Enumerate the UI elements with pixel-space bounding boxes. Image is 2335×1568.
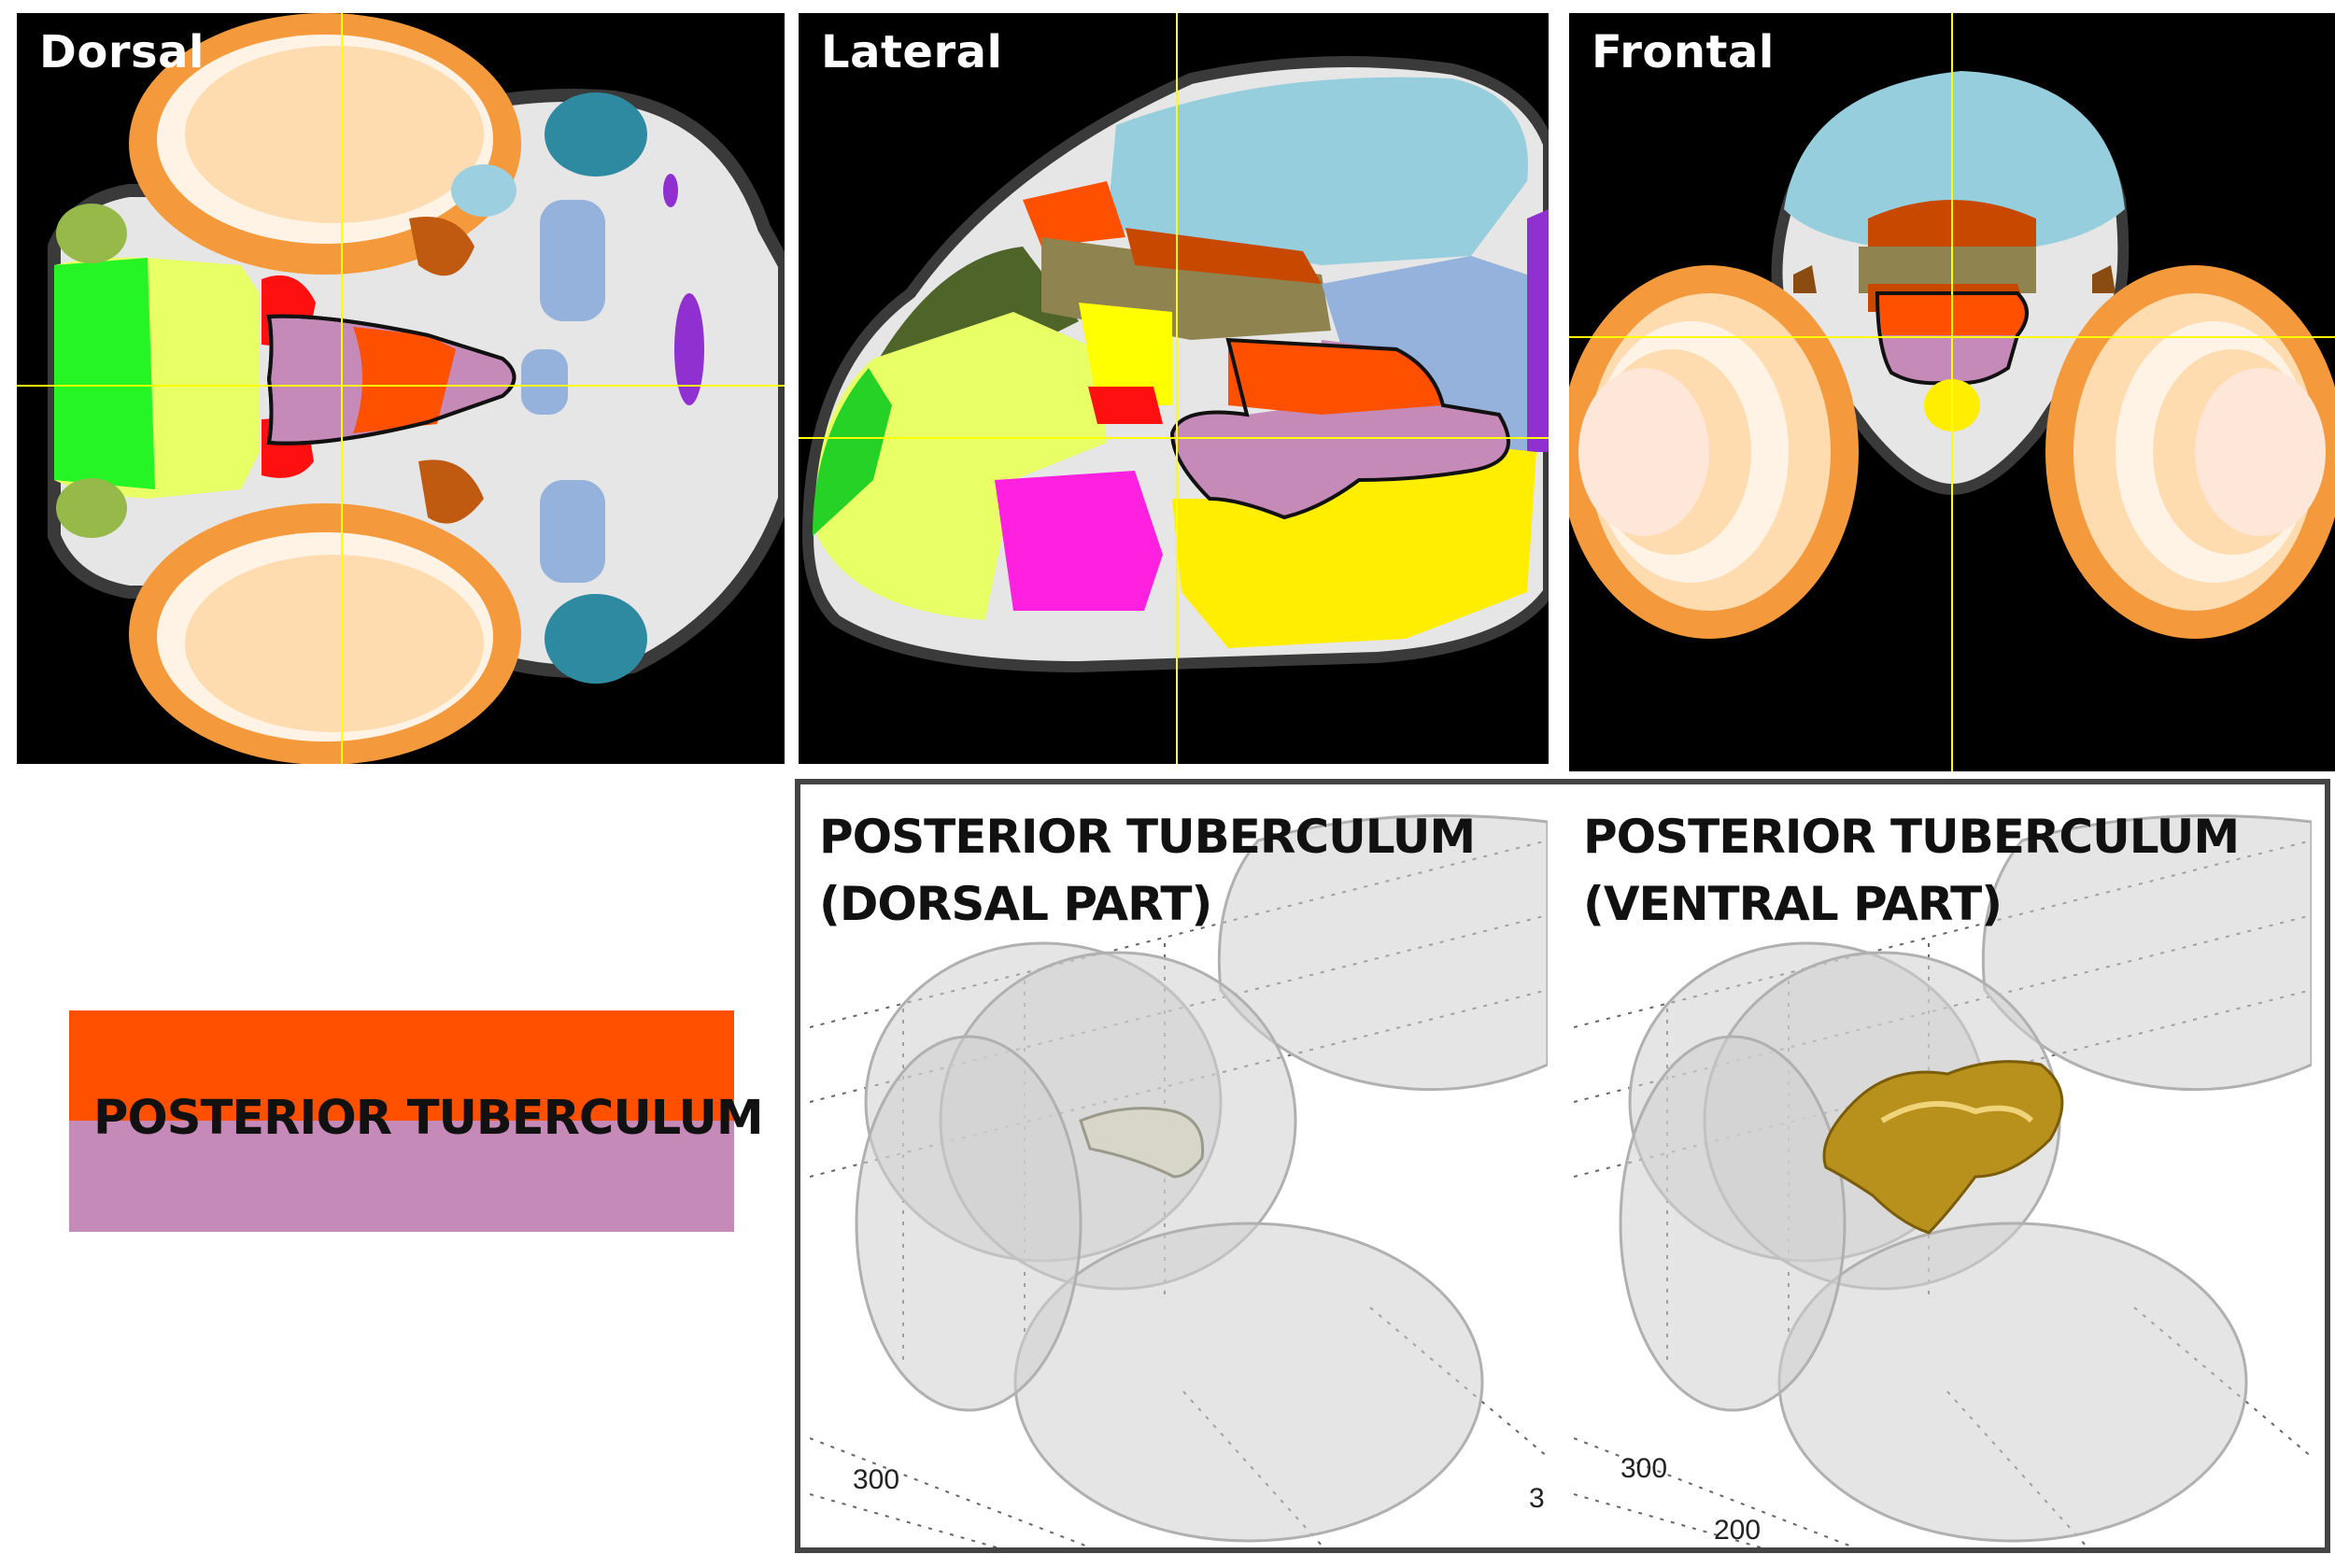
frontal-view-label: Frontal: [1592, 26, 1775, 78]
ventral-part-surface: [1822, 1060, 2064, 1235]
frontal-view-panel: Frontal: [1569, 13, 2335, 771]
render-dorsal-drawing: [810, 813, 1548, 1547]
lateral-slice-drawing: [799, 13, 1549, 764]
render-dorsal-title: POSTERIOR TUBERCULUM (DORSAL PART): [819, 803, 1476, 938]
dorsal-slice-drawing: [17, 13, 785, 764]
render-ventral-title: POSTERIOR TUBERCULUM (VENTRAL PART): [1583, 803, 2240, 938]
legend-swatch-dorsal-part: [69, 1010, 734, 1121]
render-ventral-title-line1: POSTERIOR TUBERCULUM: [1583, 810, 2240, 864]
legend-swatch-ventral-part: [69, 1121, 734, 1232]
render-ventral-title-line2: (VENTRAL PART): [1583, 877, 2002, 931]
legend-label: POSTERIOR TUBERCULUM: [93, 1091, 764, 1146]
render-ventral-part: POSTERIOR TUBERCULUM (VENTRAL PART) 300 …: [1574, 784, 2312, 1547]
frontal-slice-drawing: [1569, 13, 2335, 771]
dorsal-view-panel: Dorsal: [17, 13, 785, 764]
color-legend: POSTERIOR TUBERCULUM: [69, 1010, 764, 1232]
render-dorsal-tick-b: 3: [1529, 1483, 1545, 1514]
3d-render-box: POSTERIOR TUBERCULUM (DORSAL PART) 300 3: [795, 779, 2330, 1553]
render-dorsal-tick-a: 300: [853, 1464, 900, 1495]
render-ventral-tick-a: 300: [1620, 1453, 1668, 1484]
render-dorsal-part: POSTERIOR TUBERCULUM (DORSAL PART) 300 3: [810, 784, 1548, 1547]
render-ventral-drawing: [1574, 813, 2312, 1547]
dorsal-part-surface: [1079, 1107, 1205, 1179]
lateral-view-panel: Lateral: [799, 13, 1549, 764]
render-dorsal-title-line1: POSTERIOR TUBERCULUM: [819, 810, 1476, 864]
render-ventral-tick-b: 200: [1714, 1515, 1762, 1546]
render-dorsal-title-line2: (DORSAL PART): [819, 877, 1212, 931]
lateral-view-label: Lateral: [821, 26, 1003, 78]
dorsal-view-label: Dorsal: [39, 26, 205, 78]
